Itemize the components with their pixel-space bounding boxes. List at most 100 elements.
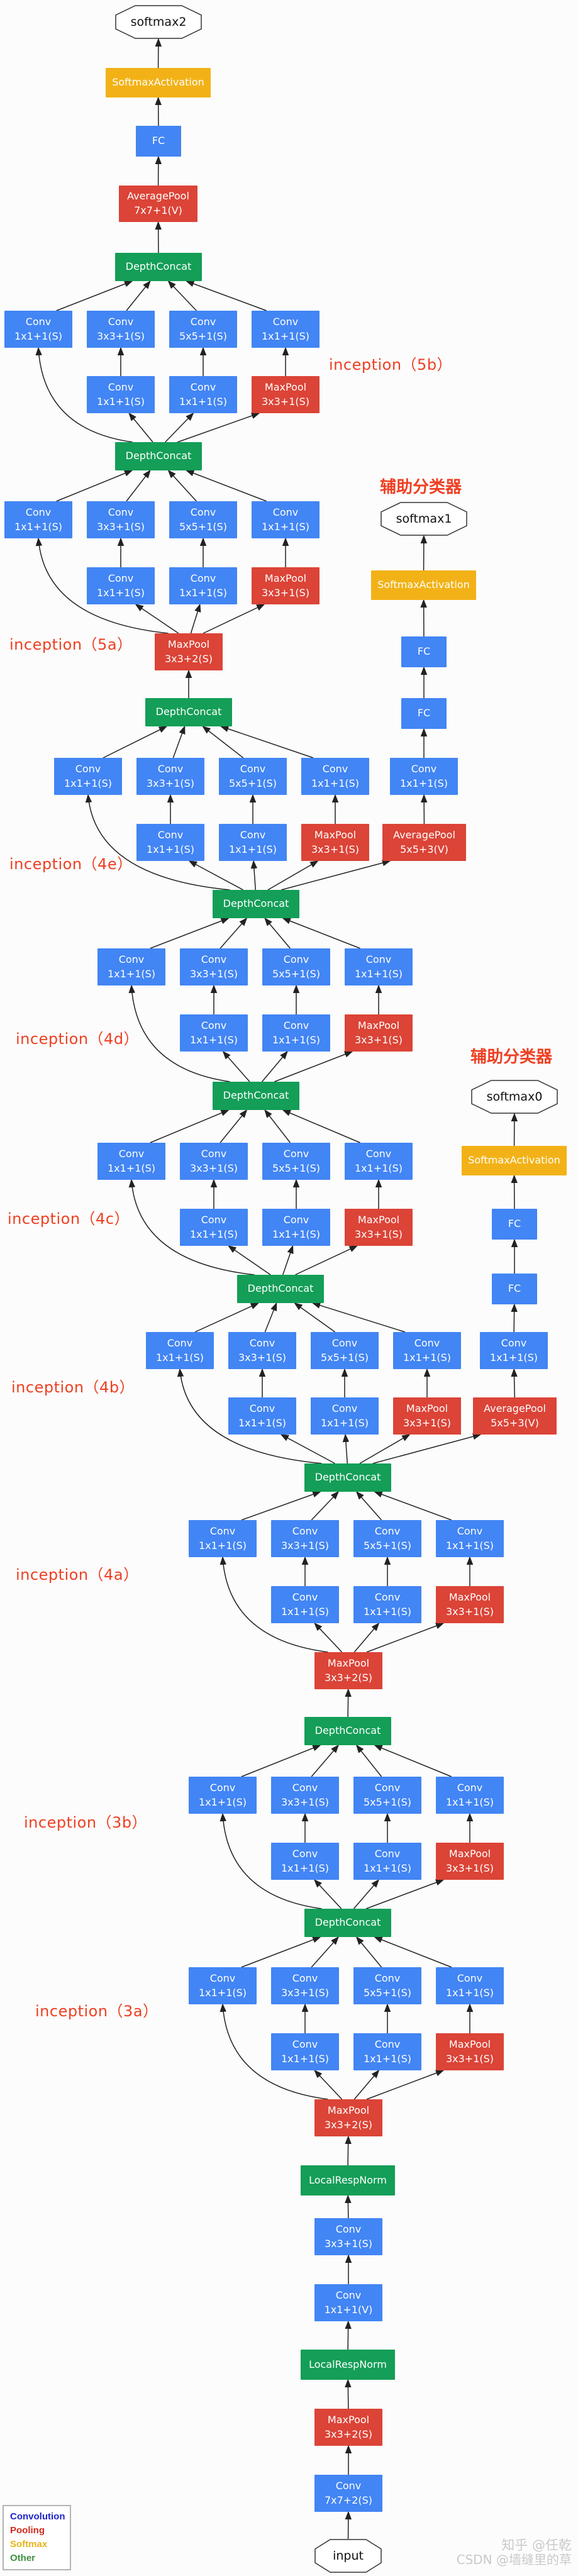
node-text: MaxPool <box>264 572 307 584</box>
edge-i3a_c3-to-dc_3a <box>355 1936 382 1968</box>
node-text: FC <box>417 707 431 719</box>
node-text: Conv <box>292 1847 318 1860</box>
node-softmax0: softmax0 <box>471 1080 558 1114</box>
node-text: 3x3+1(S) <box>354 1033 403 1046</box>
node-text: Conv <box>365 1147 392 1160</box>
node-text: Conv <box>249 1402 275 1414</box>
edge-i5a_c1-to-dc_5a <box>56 470 133 502</box>
node-text: 3x3+1(S) <box>261 586 310 599</box>
node-text: Conv <box>292 2038 318 2050</box>
node-text: 3x3+1(S) <box>311 843 360 855</box>
node-text: 1x1+1(S) <box>179 395 228 408</box>
edge-i3b_c3-to-dc_3b <box>355 1744 382 1777</box>
edge-i4c_c2-to-dc_4c <box>220 1109 248 1143</box>
edge-i4d_c1-to-dc_4d <box>150 918 230 949</box>
watermark: 知乎 @任乾 CSDN @墙缝里的草 <box>457 2538 572 2567</box>
edge-dc_4a-to-i4b_r1 <box>280 1434 335 1464</box>
edge-i4b_c3-to-dc_4b <box>294 1302 336 1333</box>
node-text: 7x7+1(V) <box>134 204 182 216</box>
node-text: 1x1+1(S) <box>272 1033 321 1046</box>
node-text: 1x1+1(S) <box>189 1228 238 1240</box>
node-text: 3x3+2(S) <box>324 1671 373 1684</box>
node-text: Conv <box>322 762 348 775</box>
node-text: Conv <box>283 953 309 965</box>
node-text: 5x5+1(S) <box>228 777 277 789</box>
node-text: 1x1+1(S) <box>96 395 145 408</box>
edge-i5b_c2-to-dc_5b <box>126 280 151 311</box>
edge-i4b_c2-to-dc_4b <box>264 1302 277 1333</box>
edge-i4d_c4-to-dc_4d <box>282 918 361 949</box>
node-text: 5x5+3(V) <box>491 1416 539 1429</box>
edge-i3a_c4-to-dc_3a <box>374 1936 452 1968</box>
edge-dc_3a-to-i3b_r2 <box>353 1879 380 1909</box>
node-text: Conv <box>374 1972 401 1984</box>
node-text: 1x1+1(S) <box>179 586 228 599</box>
edge-dc_3a-to-i3b_c1 <box>220 1813 322 1909</box>
node-text: Conv <box>167 1336 193 1349</box>
node-fc_0a: FC <box>492 1209 537 1240</box>
edge-i5b_c1-to-dc_5b <box>56 280 133 311</box>
edge-i4e_c2-to-dc_4e <box>172 725 186 758</box>
node-text: 1x1+1(S) <box>354 1162 403 1174</box>
node-text: DepthConcat <box>314 1916 381 1929</box>
octagon-text: softmax2 <box>130 14 187 29</box>
node-softmax1: softmax1 <box>381 502 467 536</box>
node-text: 3x3+1(S) <box>146 777 195 789</box>
octagon-shape <box>314 2539 382 2573</box>
node-text: Conv <box>157 828 184 841</box>
edge-dc_4d-to-i4e_c1 <box>85 794 230 891</box>
edge-i5a_c4-to-dc_5a <box>186 470 267 502</box>
edge-dc_5a-to-i5b_c1 <box>35 347 133 443</box>
node-text: Conv <box>190 315 216 328</box>
node-text: Conv <box>209 1524 236 1537</box>
node-text: 1x1+1(S) <box>311 777 360 789</box>
edge-mp_45-to-i5a_c1 <box>35 537 169 634</box>
edge-dc_4c-to-i4d_r2 <box>262 1050 288 1082</box>
node-text: DepthConcat <box>247 1282 314 1295</box>
node-lrn_2: LocalRespNorm <box>301 2165 395 2196</box>
node-text: Conv <box>283 1147 309 1160</box>
inception-label-4d: inception（4d） <box>16 1030 140 1048</box>
node-dc_3a: DepthConcat <box>304 1909 391 1937</box>
node-text: 3x3+1(S) <box>354 1228 403 1240</box>
node-text: Conv <box>374 1591 401 1603</box>
octagon-text: softmax0 <box>486 1089 543 1104</box>
edge-i4d_c3-to-dc_4d <box>264 917 291 949</box>
edge-mp_34-to-i4a_r1 <box>314 1622 343 1653</box>
edge-i5a_c2-to-dc_5a <box>126 469 151 502</box>
inception-label-5b: inception（5b） <box>329 356 453 374</box>
inception-label-4e: inception（4e） <box>9 855 133 873</box>
edge-i4c_c3-to-dc_4c <box>264 1109 291 1143</box>
node-text: 5x5+1(S) <box>272 1162 321 1174</box>
edge-mp_45-to-i5a_mp <box>203 604 265 634</box>
node-text: Conv <box>374 1847 401 1860</box>
node-text: 3x3+1(S) <box>281 1539 330 1552</box>
node-fc_1a: FC <box>401 636 447 667</box>
node-text: SoftmaxActivation <box>112 76 204 89</box>
legend-item-pooling: Pooling <box>10 2525 45 2536</box>
node-text: 3x3+2(S) <box>324 2428 373 2440</box>
edge-i4c_c1-to-dc_4c <box>150 1109 230 1143</box>
inception-label-3a: inception（3a） <box>35 2002 158 2020</box>
watermark-line-csdn: CSDN @墙缝里的草 <box>456 2552 572 2568</box>
node-i4e_c4: Conv 1x1+1(S) <box>301 758 369 795</box>
